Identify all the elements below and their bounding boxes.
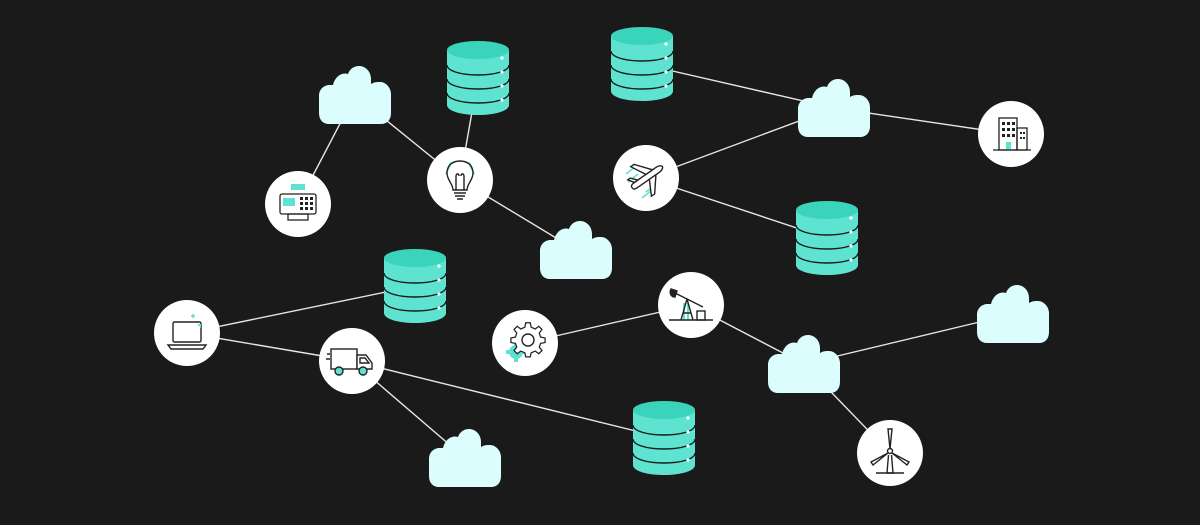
office-building-node	[978, 101, 1044, 167]
gear-node	[492, 310, 558, 376]
cash-register-node	[265, 171, 331, 237]
office-building-icon	[993, 117, 1031, 151]
oil-pump-node	[658, 272, 724, 338]
device-nodes	[154, 101, 1044, 486]
wind-turbine-icon	[869, 428, 911, 474]
connector-line	[351, 360, 665, 439]
airplane-icon	[625, 163, 664, 199]
lightbulb-icon	[445, 160, 475, 200]
delivery-truck-node	[319, 328, 385, 394]
lightbulb-node	[427, 147, 493, 213]
airplane-node	[613, 145, 679, 211]
cloud-icon	[977, 285, 1049, 343]
laptop-node	[154, 300, 220, 366]
database-icon	[447, 41, 509, 115]
cloud-icon	[798, 79, 870, 137]
wind-turbine-node	[857, 420, 923, 486]
gear-icon	[506, 322, 546, 362]
cloud-icon	[429, 429, 501, 487]
database-icon	[796, 201, 858, 275]
delivery-truck-icon	[326, 348, 373, 376]
cloud-icon	[540, 221, 612, 279]
databases	[384, 27, 858, 475]
database-icon	[384, 249, 446, 323]
cash-register-icon	[279, 184, 317, 221]
connector-line	[186, 285, 416, 334]
database-icon	[611, 27, 673, 101]
cloud-icon	[768, 335, 840, 393]
cloud-icon	[319, 66, 391, 124]
oil-pump-icon	[669, 288, 713, 321]
laptop-icon	[166, 314, 208, 350]
database-icon	[633, 401, 695, 475]
